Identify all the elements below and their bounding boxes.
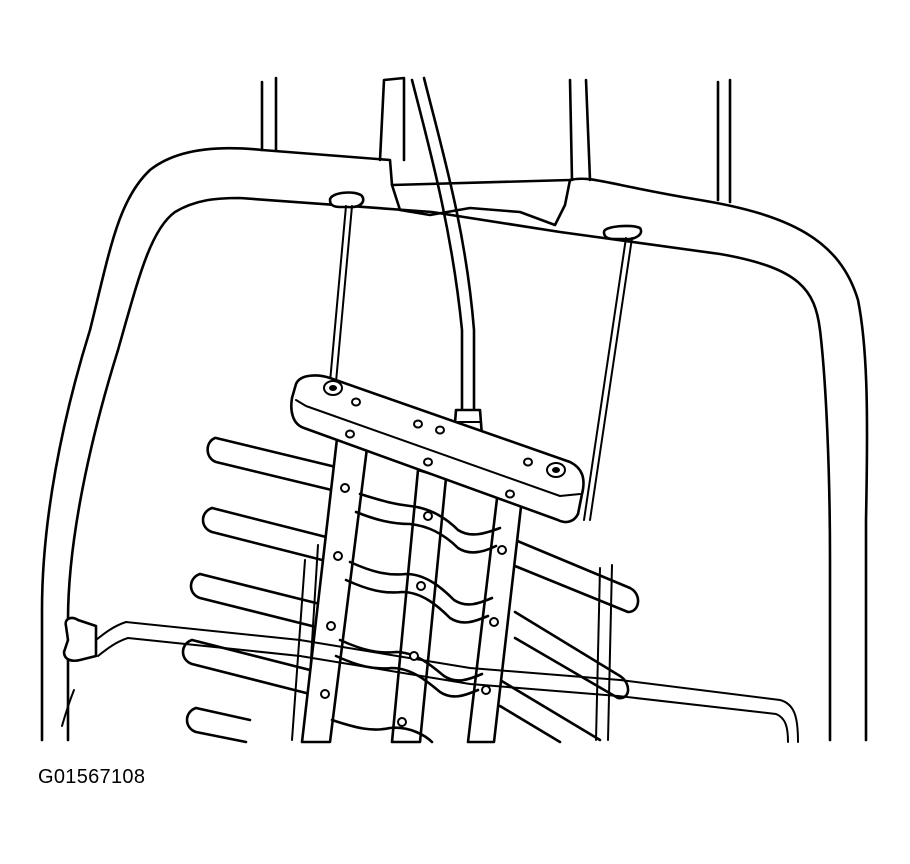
center-bracket	[378, 76, 592, 182]
left-support-wire	[329, 205, 353, 383]
lower-frame-wire	[61, 689, 75, 727]
left-tee-hook	[328, 191, 365, 209]
stay-wire-right	[595, 564, 613, 741]
plate-holes	[323, 380, 566, 499]
strap-holes	[320, 483, 507, 727]
plate-edge	[295, 399, 581, 497]
center-bracket-lower	[390, 178, 572, 227]
lumbar-cable	[410, 76, 476, 414]
figure-code: G01567108	[38, 766, 146, 788]
right-support-wire	[583, 237, 633, 521]
seat-frame-inner	[66, 196, 832, 742]
seat-springs	[181, 436, 640, 744]
lower-cross-wire	[95, 621, 799, 743]
seat-frame-outer	[40, 146, 869, 742]
headrest-guide-left	[260, 76, 278, 152]
headrest-guide-right	[716, 78, 732, 204]
right-tee-hook	[602, 224, 643, 241]
lumbar-top-plate	[290, 374, 585, 524]
cross-wire-hook	[62, 616, 98, 663]
